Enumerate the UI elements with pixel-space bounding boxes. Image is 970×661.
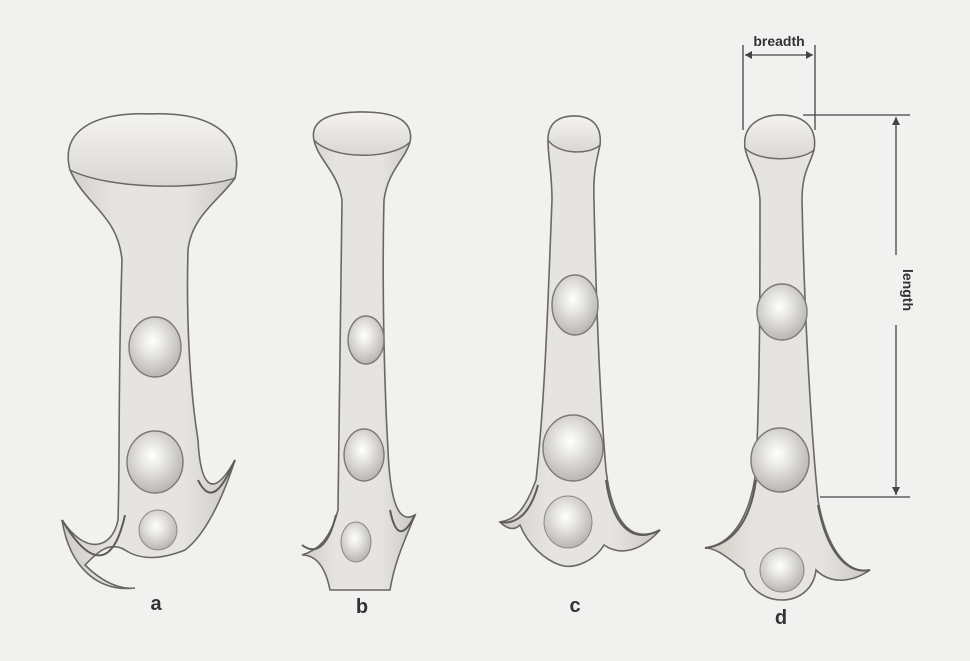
club-c-sucker-3 bbox=[544, 496, 592, 548]
club-d-sucker-2 bbox=[751, 428, 809, 492]
label-d: d bbox=[775, 607, 787, 629]
club-c-head bbox=[548, 116, 600, 152]
club-b-sucker-3 bbox=[341, 522, 371, 562]
club-b-sucker-2 bbox=[344, 429, 384, 481]
breadth-label: breadth bbox=[753, 33, 804, 49]
club-a-sucker-1 bbox=[129, 317, 181, 377]
club-d-head bbox=[745, 115, 815, 159]
club-a-sucker-2 bbox=[127, 431, 183, 493]
label-a: a bbox=[150, 593, 162, 615]
club-c-sucker-1 bbox=[552, 275, 598, 335]
club-d-sucker-1 bbox=[757, 284, 807, 340]
club-d-sucker-3 bbox=[760, 548, 804, 592]
label-c: c bbox=[569, 595, 580, 617]
club-a-head bbox=[68, 114, 236, 186]
club-a-sucker-3 bbox=[139, 510, 177, 550]
length-label: length bbox=[900, 269, 916, 311]
club-b-sucker-1 bbox=[348, 316, 384, 364]
label-b: b bbox=[356, 596, 368, 618]
club-c-sucker-2 bbox=[543, 415, 603, 481]
club-b-head bbox=[313, 112, 410, 155]
